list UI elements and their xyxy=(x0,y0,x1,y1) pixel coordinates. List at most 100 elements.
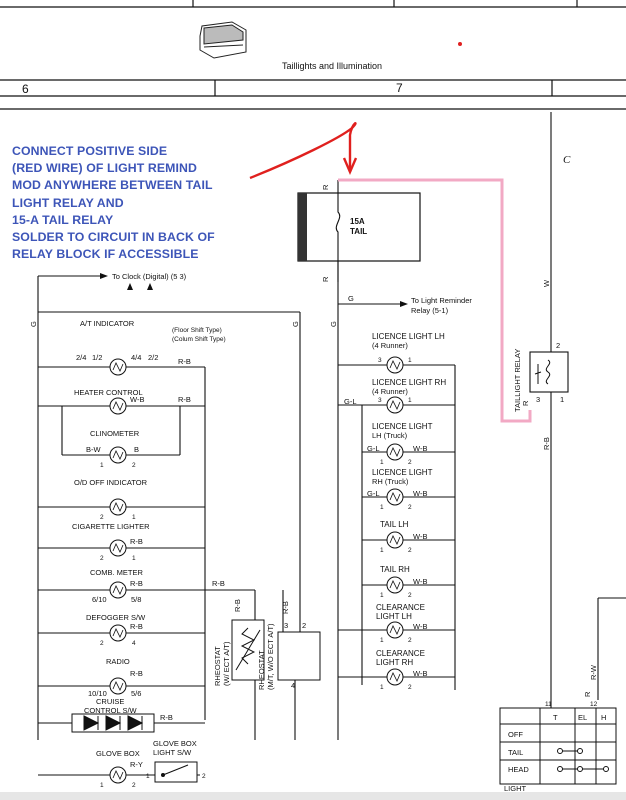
wire-rb-rheo1: R-B xyxy=(233,599,242,612)
clearance-lh-2: LIGHT LH xyxy=(376,612,412,621)
wire-rb-comb: R-B xyxy=(130,579,143,588)
wire-wb-5: W-B xyxy=(413,622,427,631)
radio-pin-1: 10/10 xyxy=(88,689,107,698)
pin-2i: 2 xyxy=(100,514,104,521)
rheostat2-label-a: RHEOSTAT xyxy=(257,650,266,690)
pin-1d: 1 xyxy=(380,504,384,511)
pin-2h: 2 xyxy=(408,684,412,691)
switch-row-off: OFF xyxy=(508,730,523,739)
pin-1f: 1 xyxy=(380,592,384,599)
annotation-line-4: LIGHT RELAY AND xyxy=(12,195,124,210)
diagram-title: Taillights and Illumination xyxy=(282,61,382,71)
floor-shift-label: (Floor Shift Type) xyxy=(172,327,222,334)
tail-fuse xyxy=(297,192,421,282)
pin-2j: 2 xyxy=(100,555,104,562)
switch-col-h: H xyxy=(601,713,606,722)
pin-2l: 2 xyxy=(132,462,136,469)
wire-rb-heater: R-B xyxy=(178,395,191,404)
licence-lh-label: LICENCE LIGHT LH xyxy=(372,332,445,341)
wire-wb-3: W-B xyxy=(413,532,427,541)
at-pin-3: 4/4 xyxy=(131,353,141,362)
grid-number-left: 6 xyxy=(22,82,29,96)
licence-rh-truck-1: LICENCE LIGHT xyxy=(372,468,433,477)
comb-pin-2: 5/8 xyxy=(131,595,141,604)
wire-wb-heater: W-B xyxy=(130,395,144,404)
cruise-label-1: CRUISE xyxy=(96,697,124,706)
glove-sw-label-2: LIGHT S/W xyxy=(153,748,192,757)
relay-pin-1: 1 xyxy=(560,395,564,404)
highlight-wire xyxy=(338,178,532,423)
relay-pin-r: R xyxy=(521,400,530,406)
pin-2e: 2 xyxy=(408,547,412,554)
switch-col-t: T xyxy=(553,713,558,722)
annotation-line-3: MOD ANYWHERE BETWEEN TAIL xyxy=(12,178,213,193)
relay-label: TAILLIGHT RELAY xyxy=(513,349,522,412)
heater-control-label: HEATER CONTROL xyxy=(74,388,143,397)
pin-2k: 2 xyxy=(100,640,104,647)
taillight-relay xyxy=(529,351,569,393)
licence-rh-label: LICENCE LIGHT RH xyxy=(372,378,446,387)
clearance-rh-1: CLEARANCE xyxy=(376,649,425,658)
switch-row-head: HEAD xyxy=(508,765,529,774)
pin-2c: 2 xyxy=(408,459,412,466)
relay-pin-2: 2 xyxy=(556,341,560,350)
comb-meter-label: COMB. METER xyxy=(90,568,144,577)
glove-sw-label-1: GLOVE BOX xyxy=(153,739,197,748)
licence-lh-truck-2: LH (Truck) xyxy=(372,431,408,440)
wire-w-relay: W xyxy=(542,279,551,287)
pin-4k: 4 xyxy=(132,640,136,647)
pin-2g: 2 xyxy=(408,637,412,644)
red-dot-mark xyxy=(458,42,462,46)
pin-2n: 2 xyxy=(202,773,206,780)
taillight-lamp-icon xyxy=(199,21,247,59)
rheo-pin-4: 4 xyxy=(291,681,295,690)
corner-mark: C xyxy=(563,154,571,166)
switch-col-el: EL xyxy=(578,713,587,722)
pin-12: 12 xyxy=(590,701,598,708)
pin-2m: 2 xyxy=(132,782,136,789)
wire-rw-right: R-W xyxy=(589,664,598,680)
licence-rh-sub: (4 Runner) xyxy=(372,387,408,396)
tail-lh-label: TAIL LH xyxy=(380,520,409,529)
wire-wb-4: W-B xyxy=(413,577,427,586)
at-indicator-label: A/T INDICATOR xyxy=(80,319,135,328)
wire-rb-rheo: R-B xyxy=(212,579,225,588)
annotation-line-7: RELAY BLOCK IF ACCESSIBLE xyxy=(12,247,199,262)
pin-3b: 3 xyxy=(378,397,382,404)
rheo-pin-3: 3 xyxy=(284,621,288,630)
pin-1b: 1 xyxy=(408,397,412,404)
pin-3a: 3 xyxy=(378,357,382,364)
wire-rb-cruise: R-B xyxy=(160,713,173,722)
radio-pin-2: 5/6 xyxy=(131,689,141,698)
wire-ry-glove: R-Y xyxy=(130,760,143,769)
annotation-line-6: SOLDER TO CIRCUIT IN BACK OF xyxy=(12,230,215,245)
wire-gl-licence: G-L xyxy=(344,397,357,406)
fuse-amp-label: 15A xyxy=(350,217,365,226)
wire-gl-truck-rh: G-L xyxy=(367,489,380,498)
at-pin-4: 2/2 xyxy=(148,353,158,362)
clinometer-label: CLINOMETER xyxy=(90,429,140,438)
wire-g-top: G xyxy=(348,294,354,303)
cigarette-label: CIGARETTE LIGHTER xyxy=(72,522,150,531)
fuse-wire-bottom: R xyxy=(321,276,330,282)
wire-rb-relay: R-B xyxy=(542,437,551,450)
fuse-wire-top: R xyxy=(321,184,330,190)
annotation-line-2: (RED WIRE) OF LIGHT REMIND xyxy=(12,161,197,176)
wire-g-left: G xyxy=(29,321,38,327)
pin-1l: 1 xyxy=(100,462,104,469)
pin-1i: 1 xyxy=(132,514,136,521)
pin-1j: 1 xyxy=(132,555,136,562)
clearance-lh-1: CLEARANCE xyxy=(376,603,425,612)
cruise-diode-icon xyxy=(71,713,155,733)
wire-rb-cig: R-B xyxy=(130,537,143,546)
pin-1c: 1 xyxy=(380,459,384,466)
wire-r-right: R xyxy=(583,691,592,697)
comb-pin-1: 6/10 xyxy=(92,595,107,604)
wire-b-clino: B xyxy=(134,445,139,454)
rheostat1-label-a: RHEOSTAT xyxy=(213,646,222,686)
clearance-rh-2: LIGHT RH xyxy=(376,658,413,667)
at-pin-2: 1/2 xyxy=(92,353,102,362)
annotation-line-5: 15-A TAIL RELAY xyxy=(12,212,114,227)
wire-wb-6: W-B xyxy=(413,669,427,678)
colum-shift-label: (Colum Shift Type) xyxy=(172,336,226,343)
